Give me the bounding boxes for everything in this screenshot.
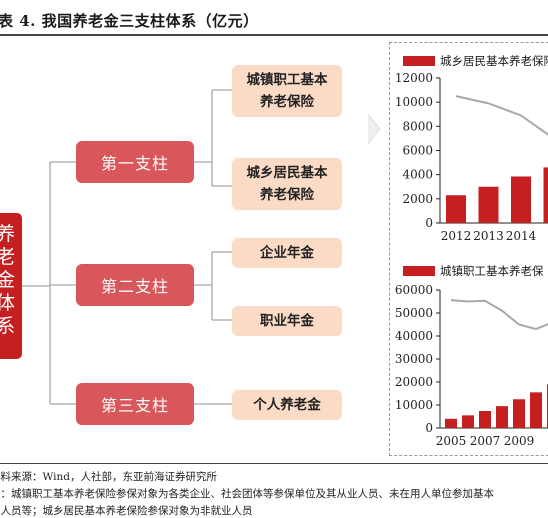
y-tick-label: 4000 bbox=[402, 168, 433, 182]
leaf-personal-pension: 个人养老金 bbox=[232, 390, 342, 420]
x-tick-label: 2007 bbox=[470, 434, 501, 448]
source-note: 资料来源：Wind，人社部，东亚前海证券研究所 bbox=[0, 471, 217, 483]
trend-line bbox=[450, 299, 548, 331]
leaf-enterprise-annuity: 企业年金 bbox=[232, 238, 342, 268]
figure-title: 表 4. 我国养老金三支柱体系（亿元） bbox=[0, 12, 259, 30]
leaf-urban-rural-resident-pension: 城乡居民基本 养老保险 bbox=[232, 158, 342, 210]
y-tick-label: 12000 bbox=[395, 71, 433, 85]
main-char: 金 bbox=[0, 269, 15, 291]
legend-swatch bbox=[403, 56, 435, 66]
bar bbox=[511, 176, 531, 223]
main-char: 体 bbox=[0, 292, 15, 314]
bar bbox=[513, 399, 525, 428]
bar bbox=[530, 392, 542, 428]
bar bbox=[479, 410, 491, 428]
leaf-line: 城乡居民基本 养老保险 bbox=[246, 165, 328, 203]
trend-line bbox=[455, 95, 548, 136]
chart-resident-pension: 1200010000800060004000200002012201320142 bbox=[395, 71, 548, 243]
y-tick-label: 2000 bbox=[402, 192, 433, 206]
y-tick-label: 8000 bbox=[402, 119, 433, 133]
main-char: 系 bbox=[0, 315, 15, 337]
leaf-line: 企业年金 bbox=[260, 245, 314, 261]
bar bbox=[446, 195, 466, 223]
bar bbox=[478, 186, 499, 223]
legend-swatch bbox=[403, 266, 435, 276]
y-tick-label: 10000 bbox=[395, 398, 433, 412]
leaf-line: 职业年金 bbox=[260, 313, 314, 329]
pillar-3-box: 第三支柱 bbox=[76, 383, 194, 425]
legend-label: 城镇职工基本养老保 bbox=[440, 264, 544, 278]
leaf-occupational-annuity: 职业年金 bbox=[232, 306, 342, 336]
main-char: 老 bbox=[0, 246, 15, 268]
y-tick-label: 30000 bbox=[395, 352, 433, 366]
y-tick-label: 60000 bbox=[395, 283, 433, 297]
footnote-1: 注：城镇职工基本养老保险参保对象为各类企业、社会团体等参保单位及其从业人员、未在… bbox=[0, 488, 494, 500]
leaf-line: 个人养老金 bbox=[253, 397, 321, 413]
y-tick-label: 50000 bbox=[395, 306, 433, 320]
x-tick-label: 2009 bbox=[504, 434, 535, 448]
y-tick-label: 40000 bbox=[395, 329, 433, 343]
bar bbox=[445, 418, 457, 428]
legend-label: 城乡居民基本养老保险 bbox=[440, 54, 548, 68]
y-tick-label: 10000 bbox=[395, 95, 433, 109]
y-tick-label: 6000 bbox=[402, 144, 433, 158]
bar bbox=[462, 415, 474, 428]
y-tick-label: 0 bbox=[425, 421, 433, 435]
bar bbox=[496, 406, 508, 428]
x-tick-label: 2013 bbox=[473, 229, 504, 243]
leaf-urban-employee-pension: 城镇职工基本 养老保险 bbox=[232, 65, 342, 117]
bar bbox=[543, 167, 548, 223]
bottom-rule bbox=[0, 463, 548, 464]
main-char: 养 bbox=[0, 223, 15, 245]
chart-panel bbox=[389, 42, 548, 456]
x-tick-label: 2014 bbox=[506, 229, 537, 243]
chart-1-legend: 城乡居民基本养老保险 bbox=[403, 53, 548, 69]
footnote-2: 业人员等；城乡居民基本养老保险参保对象为非就业人员 bbox=[0, 505, 253, 517]
pillar-2-box: 第二支柱 bbox=[76, 264, 194, 306]
y-tick-label: 0 bbox=[425, 216, 433, 230]
x-tick-label: 2005 bbox=[436, 434, 467, 448]
x-tick-label: 2012 bbox=[441, 229, 472, 243]
top-rule bbox=[0, 34, 548, 36]
leaf-line: 城镇职工基本 养老保险 bbox=[246, 72, 328, 110]
pension-system-box: 养 老 金 体 系 bbox=[0, 213, 22, 359]
y-tick-label: 20000 bbox=[395, 375, 433, 389]
pillar-1-box: 第一支柱 bbox=[76, 141, 194, 183]
flow-arrow-icon bbox=[367, 113, 381, 145]
chart-2-legend: 城镇职工基本养老保 bbox=[403, 263, 544, 279]
